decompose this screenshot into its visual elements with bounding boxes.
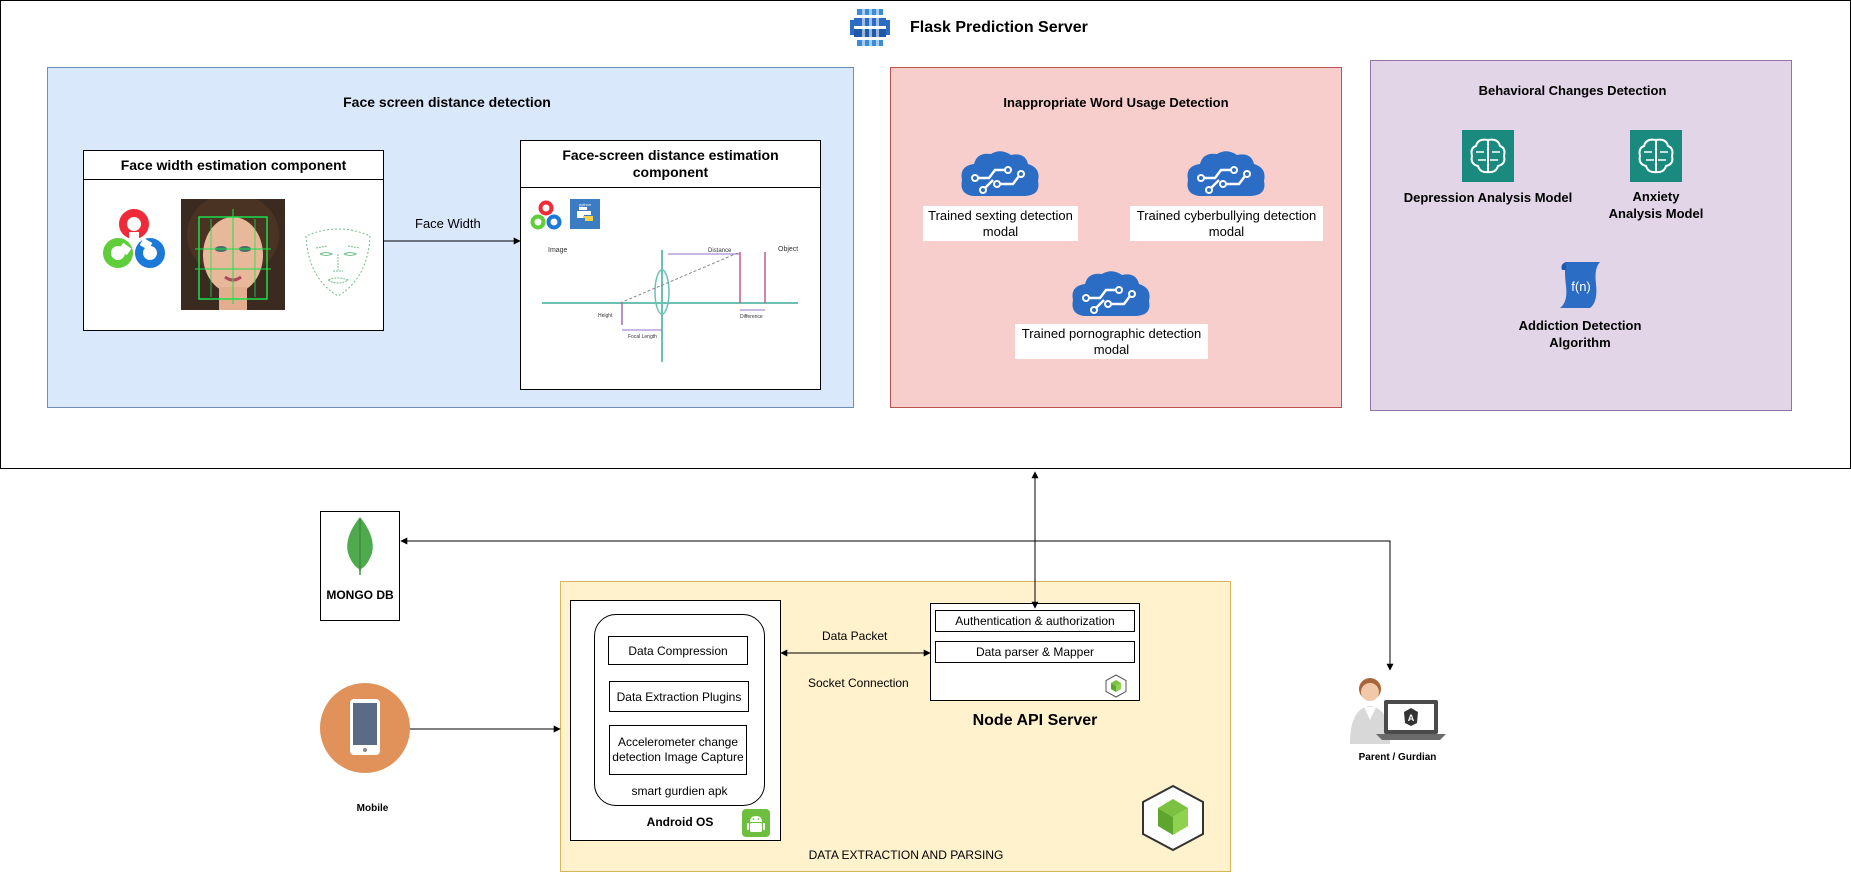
python-logo-icon: python: [570, 199, 600, 229]
face-distance-panel-title: Face screen distance detection: [343, 94, 551, 110]
parent-label: Parent / Gurdian: [1358, 751, 1437, 763]
socket-connection-edge-label: Socket Connection: [808, 676, 909, 690]
flask-server-title: Flask Prediction Server: [910, 19, 1088, 36]
brain-circuit-icon: [1070, 270, 1152, 318]
nodejs-large-icon: [1138, 783, 1208, 853]
android-os-label: Android OS: [646, 815, 714, 829]
mongodb-label: MONGO DB: [326, 588, 394, 602]
brain-circuit-icon: [959, 150, 1041, 198]
brain-circuit-icon: [1185, 150, 1267, 198]
mobile-phone-icon: [320, 683, 410, 773]
opencv-small-icon: [530, 199, 562, 231]
svg-text:Focal Length: Focal Length: [628, 334, 657, 340]
svg-text:f(n): f(n): [1571, 279, 1591, 294]
depression-model-icon: [1462, 130, 1514, 182]
android-icon: [742, 809, 770, 837]
face-width-component-title: Face width estimation component: [83, 150, 384, 180]
function-scroll-icon: f(n): [1556, 258, 1606, 312]
opencv-logo-icon: [101, 206, 167, 272]
data-extraction-panel-title: DATA EXTRACTION AND PARSING: [808, 848, 1004, 862]
apk-label: smart gurdien apk: [631, 783, 728, 798]
addiction-label-line1: Addiction Detection: [1518, 318, 1642, 333]
apk-item-accelerometer-capture: Accelerometer change detection Image Cap…: [609, 725, 747, 775]
flask-server-icon: [848, 6, 892, 50]
face-width-edge-label: Face Width: [415, 216, 481, 231]
behavioral-panel: [1370, 60, 1792, 411]
apk-item-data-compression: Data Compression: [608, 636, 748, 665]
face-landmark-mesh-image: [300, 218, 376, 300]
face-photo-image: [181, 193, 285, 310]
anxiety-model-label-line1: Anxiety: [1632, 189, 1680, 204]
lens-optics-diagram: Image Object Distance Difference Height …: [540, 240, 800, 365]
svg-text:Object: Object: [778, 246, 798, 253]
anxiety-model-icon: [1630, 130, 1682, 182]
cyberbullying-model-label: Trained cyberbullying detection modal: [1130, 206, 1323, 241]
parent-user-laptop-icon: A: [1342, 670, 1448, 746]
svg-text:python: python: [579, 202, 591, 207]
sexting-model-label: Trained sexting detection modal: [923, 206, 1078, 241]
svg-text:Height: Height: [598, 313, 613, 319]
behavioral-panel-title: Behavioral Changes Detection: [1478, 82, 1667, 98]
node-item-authentication: Authentication & authorization: [935, 610, 1135, 632]
mongodb-leaf-icon: [342, 515, 378, 577]
mobile-label: Mobile: [356, 802, 389, 814]
node-item-data-parser: Data parser & Mapper: [935, 641, 1135, 663]
component-title-divider: [520, 187, 821, 188]
pornographic-model-label: Trained pornographic detection modal: [1015, 324, 1208, 359]
data-packet-edge-label: Data Packet: [822, 629, 888, 643]
apk-item-data-extraction-plugins: Data Extraction Plugins: [609, 681, 749, 712]
depression-model-label: Depression Analysis Model: [1403, 189, 1573, 205]
nodejs-small-icon: [1103, 673, 1129, 699]
word-usage-panel-title: Inappropriate Word Usage Detection: [1003, 94, 1229, 110]
svg-text:Image: Image: [548, 247, 568, 254]
node-api-title: Node API Server: [972, 712, 1098, 729]
anxiety-model-label-line2: Analysis Model: [1608, 206, 1704, 221]
svg-text:Difference: Difference: [740, 314, 763, 320]
svg-text:Distance: Distance: [708, 248, 732, 254]
face-screen-distance-component: [520, 140, 821, 390]
face-screen-distance-component-title: Face-screen distance estimation componen…: [562, 147, 779, 180]
svg-text:A: A: [1408, 713, 1415, 723]
addiction-label-line2: Algorithm: [1549, 335, 1611, 350]
